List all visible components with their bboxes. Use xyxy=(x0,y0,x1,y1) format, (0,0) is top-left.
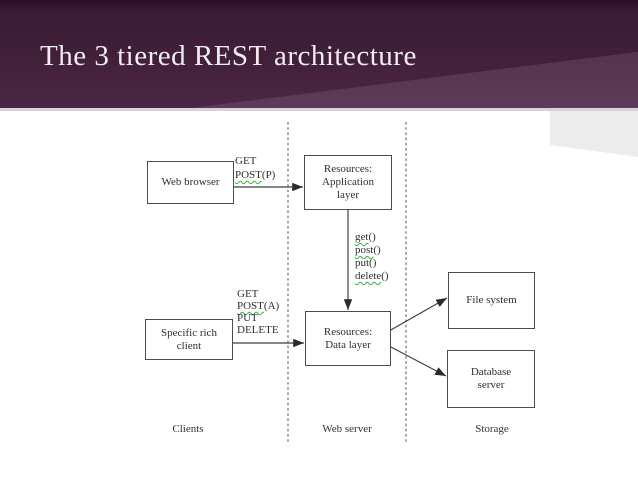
http-method-post-p: POST(P) xyxy=(235,168,275,182)
http-method-delete: DELETE xyxy=(237,324,279,336)
method-get: get() xyxy=(355,231,389,244)
spellcheck-word: POST xyxy=(237,300,264,312)
method-delete: delete() xyxy=(355,270,389,283)
method-suffix: (P) xyxy=(261,169,276,181)
arrow-data-layer-to-file-system xyxy=(388,297,448,332)
lane-label-clients: Clients xyxy=(172,423,204,435)
node-file-system: File system xyxy=(448,272,535,329)
spellcheck-word: delete xyxy=(355,270,382,282)
method-put: put() xyxy=(355,257,377,269)
method-suffix: () xyxy=(381,270,389,282)
node-database-server: Database server xyxy=(447,350,535,408)
method-suffix: () xyxy=(368,231,376,243)
node-specific-rich-client: Specific rich client xyxy=(145,319,233,360)
method-suffix: () xyxy=(373,244,381,256)
edge-label-data-methods: get() post() put() delete() xyxy=(355,231,389,283)
method-post: post() xyxy=(355,244,389,257)
slide-header: The 3 tiered REST architecture xyxy=(0,0,638,111)
lane-label-storage: Storage xyxy=(475,423,509,435)
method-suffix: (A) xyxy=(263,300,280,312)
node-web-browser: Web browser xyxy=(147,161,234,204)
arrow-data-layer-to-db-server xyxy=(388,345,447,377)
http-method-get: GET xyxy=(235,155,257,167)
http-method-post-a: POST(A) xyxy=(237,300,279,312)
spellcheck-word: post xyxy=(355,244,374,256)
edge-label-client-methods: GET POST(A) PUT DELETE xyxy=(237,288,279,336)
lane-label-web-server: Web server xyxy=(322,423,372,435)
spellcheck-word: POST xyxy=(235,169,262,181)
spellcheck-word: get xyxy=(355,231,369,243)
http-method-put: PUT xyxy=(237,312,258,324)
node-application-layer: Resources: Application layer xyxy=(304,155,392,210)
edge-label-browser-methods: GET POST(P) xyxy=(235,154,275,182)
node-data-layer: Resources: Data layer xyxy=(305,311,391,366)
http-method-get: GET xyxy=(237,288,259,300)
slide-title: The 3 tiered REST architecture xyxy=(40,40,417,72)
